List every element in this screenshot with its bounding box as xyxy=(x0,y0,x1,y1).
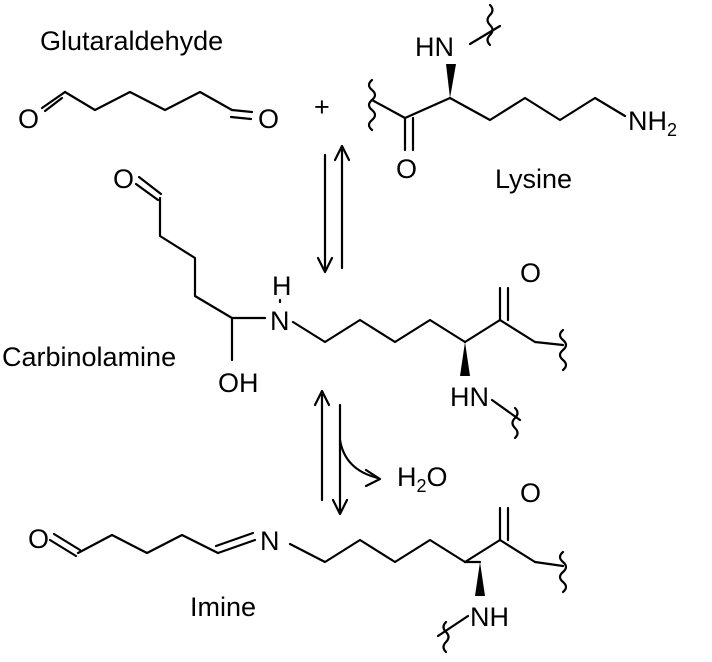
carbinolamine-structure: O N H OH Carbinolamine O HN xyxy=(2,164,568,440)
imine-nh: NH xyxy=(470,602,509,632)
carbinolamine-aldehyde-oxygen: O xyxy=(113,164,134,194)
water-molecule: H2O xyxy=(397,462,448,496)
lysine-hn: HN xyxy=(415,32,454,62)
glutaraldehyde-structure: Glutaraldehyde O O xyxy=(18,26,279,134)
glutaraldehyde-label: Glutaraldehyde xyxy=(40,26,223,56)
lysine-structure: O HN NH2 Lysine xyxy=(367,3,677,194)
plus-sign: + xyxy=(314,92,330,122)
imine-structure: O N Imine O NH xyxy=(28,478,568,654)
lysine-nh2: NH2 xyxy=(628,106,677,140)
imine-label: Imine xyxy=(190,592,256,622)
lysine-label: Lysine xyxy=(495,164,572,194)
carbinolamine-nh-hydrogen: H xyxy=(272,271,292,301)
imine-aldehyde-oxygen: O xyxy=(28,524,49,554)
imine-nitrogen: N xyxy=(260,526,280,556)
carbinolamine-hn: HN xyxy=(450,382,489,412)
carbinolamine-nitrogen: N xyxy=(270,306,290,336)
equilibrium-arrows-2: H2O xyxy=(313,389,448,516)
carbinolamine-label: Carbinolamine xyxy=(2,342,176,372)
imine-carbonyl-oxygen: O xyxy=(520,478,541,508)
lysine-carbonyl-oxygen: O xyxy=(396,154,417,184)
carbinolamine-oh: OH xyxy=(218,368,259,398)
glut-oxygen-left: O xyxy=(18,104,39,134)
equilibrium-arrows-1 xyxy=(316,144,351,274)
glut-oxygen-right: O xyxy=(258,104,279,134)
carbinolamine-carbonyl-oxygen: O xyxy=(520,258,541,288)
